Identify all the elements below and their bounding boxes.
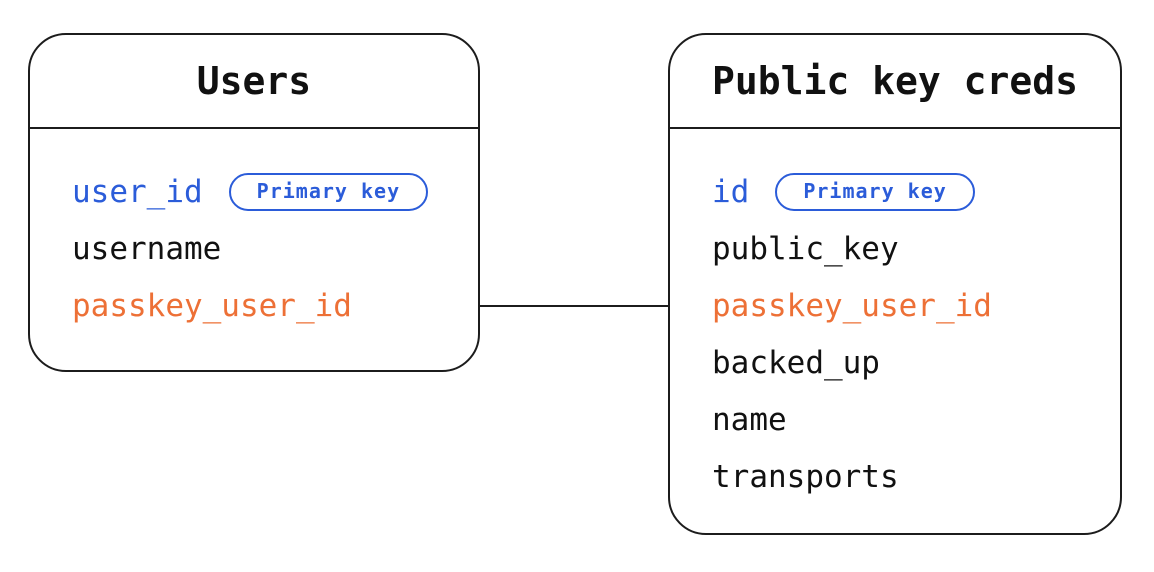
field-row: name xyxy=(712,391,1120,448)
field-row: user_id Primary key xyxy=(72,163,478,220)
field-name: username xyxy=(72,230,222,267)
relationship-connector-line xyxy=(480,305,668,307)
table-body: id Primary key public_key passkey_user_i… xyxy=(670,129,1120,505)
field-row: passkey_user_id xyxy=(72,277,478,334)
primary-key-badge: Primary key xyxy=(775,172,975,211)
field-name-primary-key: user_id xyxy=(72,173,203,210)
table-node-users: Users user_id Primary key username passk… xyxy=(28,33,480,372)
field-row: public_key xyxy=(712,220,1120,277)
table-node-public-key-creds: Public key creds id Primary key public_k… xyxy=(668,33,1122,535)
field-row: id Primary key xyxy=(712,163,1120,220)
field-row: transports xyxy=(712,448,1120,505)
table-title: Public key creds xyxy=(711,59,1079,103)
field-name: transports xyxy=(712,458,899,495)
field-name: public_key xyxy=(712,230,899,267)
field-row: backed_up xyxy=(712,334,1120,391)
field-row: username xyxy=(72,220,478,277)
table-header: Users xyxy=(30,35,478,129)
table-header: Public key creds xyxy=(670,35,1120,129)
field-name: backed_up xyxy=(712,344,880,381)
table-body: user_id Primary key username passkey_use… xyxy=(30,129,478,334)
primary-key-badge: Primary key xyxy=(228,172,429,211)
field-name: name xyxy=(712,401,787,438)
field-name-linked: passkey_user_id xyxy=(72,287,352,324)
field-name-primary-key: id xyxy=(712,173,750,210)
field-row: passkey_user_id xyxy=(712,277,1120,334)
field-name-linked: passkey_user_id xyxy=(712,287,992,324)
table-title: Users xyxy=(196,59,312,103)
